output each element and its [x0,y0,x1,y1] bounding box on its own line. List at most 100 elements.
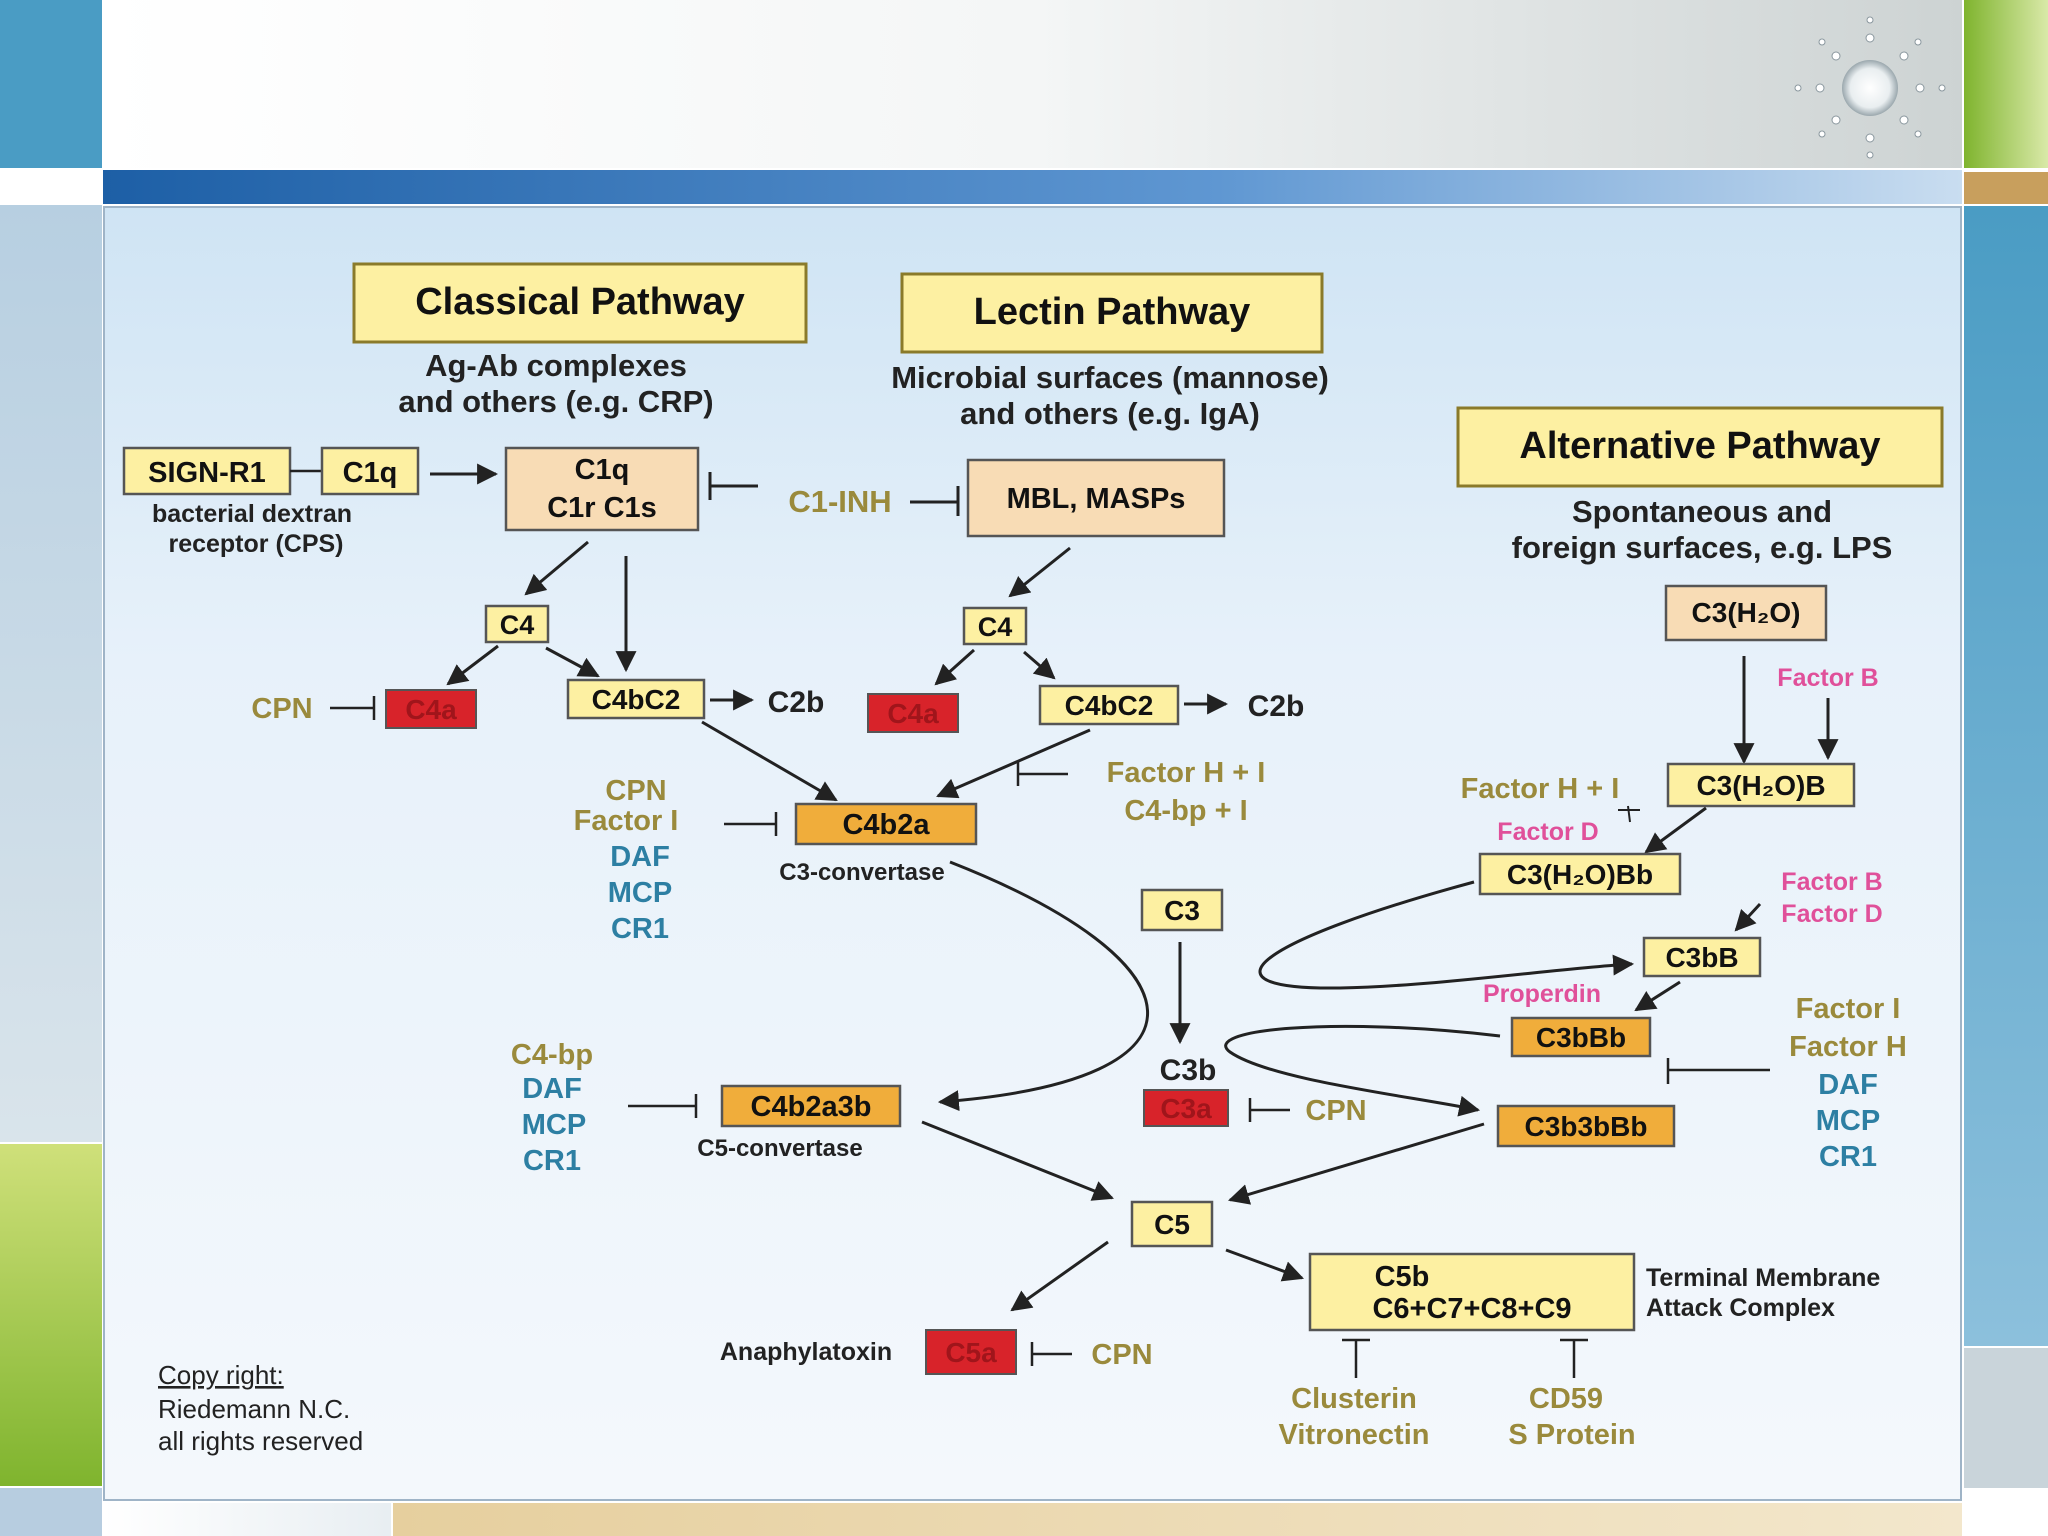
c3-convertase-label: C3-convertase [779,859,944,886]
alternative-sub2: foreign surfaces, e.g. LPS [1512,530,1893,565]
c5-label: C5 [1154,1209,1190,1240]
classical-sub1: Ag-Ab complexes [425,348,687,383]
lectin-title: Lectin Pathway [974,291,1251,333]
c3bbb-label: C3bBb [1536,1022,1626,1053]
c3h2o-box [1664,584,1828,642]
c4bc2-lectin-box [1038,684,1180,726]
deco-left-bottom [0,1488,102,1536]
c4a-classical-box [385,689,477,729]
mac-line1: C5b [1375,1261,1430,1293]
arrow-c4-to-c4bc2-lectin [1023,650,1056,680]
c4-classical-label: C4 [500,610,535,640]
c1-complex-line2: C1r C1s [547,492,657,524]
arrow-c3bb-to-c3bbb [1634,980,1681,1012]
classical-sub2: and others (e.g. CRP) [398,384,713,419]
c4bp-label: C4-bp [511,1039,593,1071]
sunburst-icon [1794,16,1946,159]
c4-lectin-label: C4 [978,612,1013,642]
cr1-label-1: CR1 [611,913,669,945]
c4b2a-box [794,802,978,846]
arrow-c4-to-c4a-lectin [934,648,976,686]
lectin-sub2: and others (e.g. IgA) [960,396,1260,431]
c2b-classical-label: C2b [768,686,825,719]
factor-i-label: Factor I [574,805,679,837]
lectin-title-box: Lectin Pathway [900,272,1324,354]
c5a-label: C5a [945,1337,997,1368]
factor-d-label-2: Factor D [1781,900,1882,928]
c3-box [1140,888,1224,932]
c4bp-i-label: C4-bp + I [1124,795,1247,827]
c4bc2-lectin-label: C4bC2 [1065,690,1154,721]
cpn-c5a-label: CPN [1091,1339,1152,1371]
cpn-c3a-label: CPN [1305,1095,1366,1127]
alternative-sub1: Spontaneous and [1572,494,1832,529]
c3h2obb-box [1478,852,1682,896]
c4-lectin-box [962,606,1028,646]
c4a-classical-label: C4a [405,694,457,725]
daf-label-2: DAF [522,1073,582,1105]
lectin-sub1: Microbial surfaces (mannose) [891,360,1329,395]
arrow-c4-to-c4a [446,644,499,686]
clusterin-label: Clusterin [1291,1383,1417,1415]
daf-label-1: DAF [610,841,670,873]
mac-line2: C6+C7+C8+C9 [1372,1293,1571,1325]
c3a-box [1143,1089,1229,1127]
classical-title-box: Classical Pathway [352,262,808,344]
arrow-c4b2a3b-to-c5 [921,1120,1114,1201]
c1q-label: C1q [343,457,398,489]
mcp-label-1: MCP [608,877,672,909]
deco-left-mid [0,205,102,1142]
c3h2o-label: C3(H₂O) [1692,597,1801,628]
c3h2ob-label: C3(H₂O)B [1696,770,1825,801]
c4-classical-box [484,604,550,644]
arrow-c3bbb-to-c3b3bbb [1224,1024,1501,1117]
c3bb-label: C3bB [1665,942,1738,973]
arrow-c4bc2-to-c4b2a [701,720,838,802]
c4b2a3b-box [720,1084,902,1128]
c3b-label: C3b [1160,1054,1217,1087]
sign-r1-label: SIGN-R1 [148,457,266,489]
vitronectin-label: Vitronectin [1279,1419,1430,1451]
c1-complex-line1: C1q [575,454,630,486]
alternative-title-box: Alternative Pathway [1456,406,1944,488]
c5a-box [925,1329,1017,1375]
factor-d-label-1: Factor D [1497,818,1598,846]
s-protein-label: S Protein [1508,1419,1635,1451]
c4bc2-classical-box [566,678,706,720]
c4b2a3b-label: C4b2a3b [751,1091,872,1123]
copyright-line3: all rights reserved [158,1426,363,1456]
deco-right-green [1964,0,2048,168]
c1-complex-box [504,446,700,532]
arrow-c4b2a-to-c4b2a3b [937,860,1149,1112]
arrow-lectin-to-c4b2a [936,728,1091,799]
c3-label: C3 [1164,895,1200,926]
c3a-label: C3a [1160,1093,1212,1124]
slide-header [103,0,1962,168]
arrow-c3b3bbb-to-c5 [1227,1122,1485,1205]
bacterial-line1: bacterial dextran [152,500,352,528]
mcp-label-3: MCP [1816,1105,1880,1137]
bacterial-line2: receptor (CPS) [168,530,343,558]
factor-i-right-label: Factor I [1796,993,1901,1025]
c3b3bbb-box [1496,1104,1676,1148]
c3h2ob-box [1666,762,1856,808]
c2b-lectin-label: C2b [1248,690,1305,723]
arrow-mbl-to-c4 [1008,546,1071,598]
arrow-c4-to-c4bc2 [545,646,600,678]
factor-b-label-2: Factor B [1781,868,1882,896]
deco-right-tan [1964,172,2048,204]
alternative-title: Alternative Pathway [1519,425,1880,467]
deco-right-blue [1964,206,2048,1346]
arrow-c3h2ob-to-c3h2obb [1644,806,1707,854]
c4a-lectin-label: C4a [887,698,939,729]
properdin-label: Properdin [1483,980,1601,1008]
mbl-masps-label: MBL, MASPs [1007,483,1186,515]
c5-box [1130,1200,1214,1248]
mac-box [1308,1252,1636,1332]
inhib-alt-small [1627,805,1631,823]
factor-h-i-label: Factor H + I [1107,757,1266,789]
factor-h-right-label: Factor H [1789,1031,1907,1063]
arrow-c1-to-c4 [524,540,589,596]
cr1-label-3: CR1 [1819,1141,1877,1173]
